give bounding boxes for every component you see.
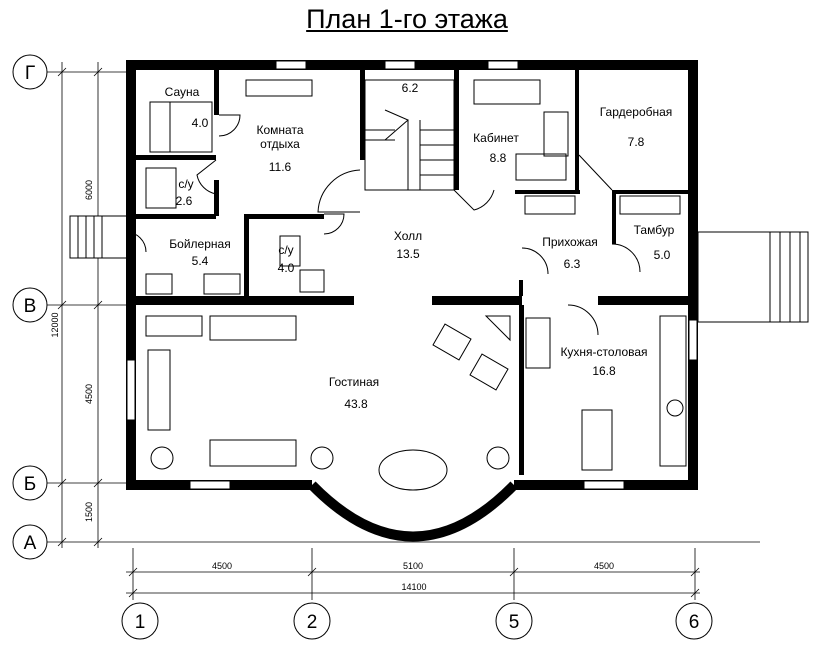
axis-bubble: 6	[675, 602, 713, 640]
axis-label: А	[24, 533, 37, 554]
dim-label: 5100	[403, 561, 423, 571]
room-name: Бойлерная	[169, 237, 230, 251]
dim-label: 4500	[84, 384, 94, 404]
dim-label: 1500	[84, 502, 94, 522]
axis-bubble: Г	[12, 54, 48, 90]
dim-label: 4500	[212, 561, 232, 571]
room-area: 5.4	[192, 254, 209, 268]
axis-col-bubbles: 1 2 5 6	[121, 602, 713, 640]
porch-right	[697, 231, 809, 323]
dim-label: 4500	[594, 561, 614, 571]
door-swings	[125, 114, 641, 336]
room-area: 6.2	[402, 81, 419, 95]
windows	[126, 60, 698, 490]
dim-label: 12000	[50, 312, 60, 337]
axis-label: Б	[24, 474, 36, 495]
room-name: Прихожая	[542, 235, 598, 249]
axis-label: 6	[689, 612, 700, 633]
room-area: 5.0	[654, 248, 671, 262]
axis-bubble: Б	[12, 465, 48, 501]
room-area: 16.8	[592, 364, 616, 378]
room-area: 6.3	[564, 257, 581, 271]
room-area: 4.0	[278, 261, 295, 275]
axis-row-bubbles: Г В Б А	[12, 54, 48, 560]
interior-walls	[126, 70, 698, 475]
room-area: 2.6	[176, 194, 193, 208]
room-name: Кухня-столовая	[560, 345, 647, 359]
room-name: Гостиная	[329, 375, 379, 389]
furniture	[145, 79, 687, 491]
axis-bubble: А	[12, 524, 48, 560]
axis-label: В	[24, 296, 37, 317]
dimension-lines	[47, 62, 760, 600]
axis-bubble: 5	[495, 602, 533, 640]
room-name: с/у	[278, 243, 293, 257]
bay-window-wall	[308, 481, 518, 542]
room-area: 7.8	[628, 135, 645, 149]
porch-left	[69, 215, 129, 259]
axis-bubble: 1	[121, 602, 159, 640]
room-name: Тамбур	[634, 223, 675, 237]
room-name: Холл	[394, 229, 422, 243]
plan-title: План 1-го этажа	[306, 4, 508, 34]
room-area: 4.0	[192, 116, 209, 130]
room-area: 13.5	[396, 247, 420, 261]
axis-label: 5	[509, 612, 520, 633]
staircase	[364, 79, 455, 191]
axis-bubble: 2	[293, 602, 331, 640]
room-name: Гардеробная	[600, 105, 673, 119]
axis-bubble: В	[12, 287, 48, 323]
room-area: 8.8	[490, 151, 507, 165]
axis-label: 2	[307, 612, 318, 633]
dim-label: 14100	[401, 582, 426, 592]
room-name: Сауна	[165, 85, 200, 99]
room-name: Кабинет	[473, 131, 519, 145]
axis-label: 1	[135, 612, 146, 633]
axis-label: Г	[25, 63, 35, 84]
room-area: 11.6	[269, 160, 292, 174]
room-area: 43.8	[344, 397, 368, 411]
room-name: с/у	[178, 177, 193, 191]
dim-label: 6000	[84, 180, 94, 200]
